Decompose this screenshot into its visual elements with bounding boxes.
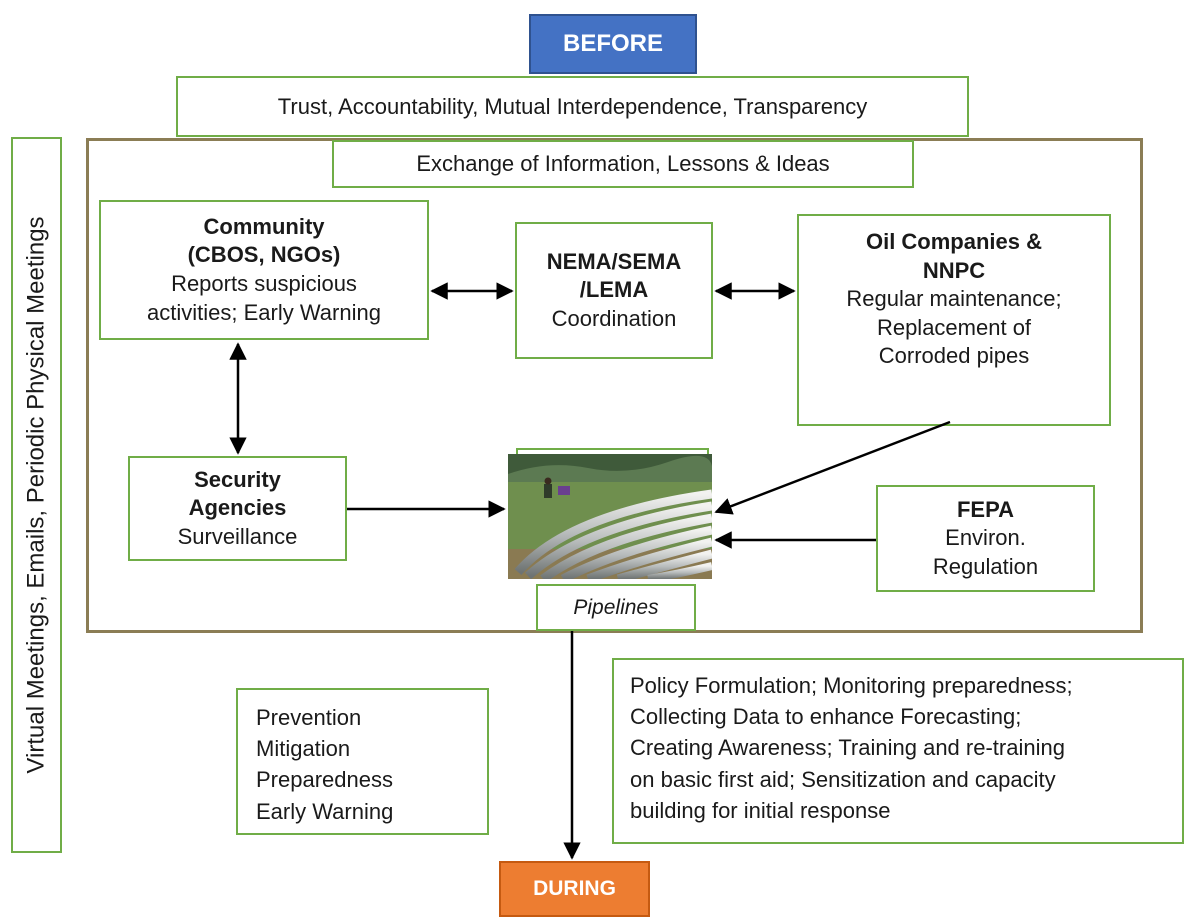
during-phase-label: DURING [499,861,650,917]
oil-companies-box: Oil Companies & NNPC Regular maintenance… [797,214,1111,426]
fepa-box: FEPA Environ. Regulation [876,485,1095,592]
phase-item: Mitigation [256,736,351,762]
pipelines-label: Pipelines [536,584,696,631]
oil-desc-3: Corroded pipes [878,343,1030,369]
policy-line: building for initial response [630,797,891,823]
photo-frame [516,448,709,458]
phase-item: Prevention [256,705,362,730]
security-desc-1: Surveillance [177,523,298,549]
nema-box: NEMA/SEMA /LEMA Coordination [515,222,713,359]
exchange-bar: Exchange of Information, Lessons & Ideas [332,140,914,188]
fepa-title: FEPA [956,496,1015,522]
community-title-1: Community [203,213,325,239]
pipelines-photo [508,454,712,579]
oil-pipelines-arrow [714,420,951,515]
communication-channels-label: Virtual Meetings, Emails, Periodic Physi… [11,137,62,853]
policy-box: Policy Formulation; Monitoring preparedn… [612,658,1184,844]
phases-list: Prevention Mitigation Preparedness Early… [236,688,489,835]
fepa-desc-1: Environ. [945,525,1026,551]
community-title-2: (CBOS, NGOs) [187,242,341,268]
fepa-desc-2: Regulation [932,553,1039,579]
security-title-1: Security [194,466,281,492]
community-desc-1: Reports suspicious [171,271,357,296]
policy-line: Creating Awareness; Training and re-trai… [630,735,1065,761]
nema-title-2: /LEMA [579,277,649,303]
before-phase-label: BEFORE [529,14,697,74]
community-desc-2: activities; Early Warning [147,299,381,325]
oil-title-2: NNPC [922,257,986,283]
nema-desc-1: Coordination [551,305,677,331]
values-bar: Trust, Accountability, Mutual Interdepen… [176,76,969,137]
oil-title-1: Oil Companies & [865,229,1043,254]
phase-item: Early Warning [256,798,394,824]
pipelines-image [508,454,712,579]
community-box: Community (CBOS, NGOs) Reports suspiciou… [99,200,429,340]
oil-desc-1: Regular maintenance; [846,286,1062,312]
policy-line: on basic first aid; Sensitization and ca… [630,766,1056,792]
nema-title-1: NEMA/SEMA [546,248,682,274]
policy-line: Collecting Data to enhance Forecasting; [630,704,1022,730]
stakeholder-frame [86,138,1143,633]
policy-line: Policy Formulation; Monitoring preparedn… [630,673,1073,698]
security-title-2: Agencies [188,495,287,521]
phase-item: Preparedness [256,767,393,793]
security-agencies-box: Security Agencies Surveillance [128,456,347,561]
oil-desc-2: Replacement of [876,314,1032,340]
